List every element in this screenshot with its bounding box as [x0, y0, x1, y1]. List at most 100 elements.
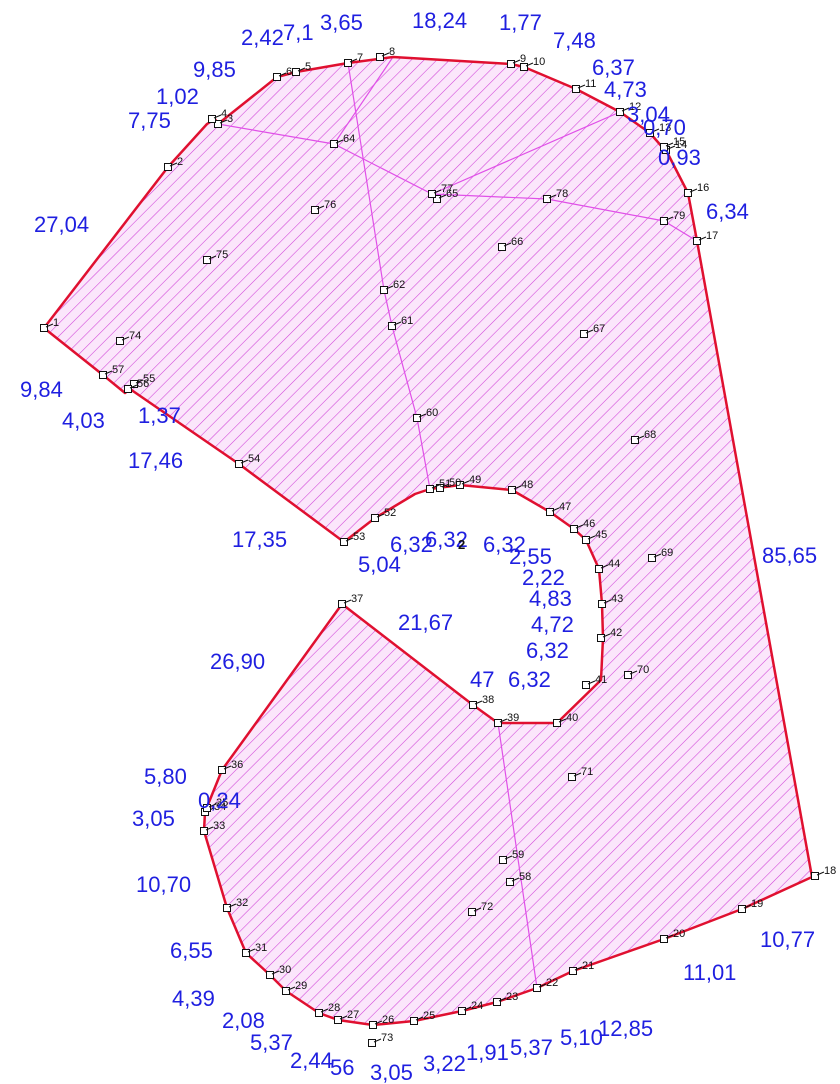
vertex-marker: 18	[811, 865, 836, 880]
edge-length-label: 9,84	[20, 377, 63, 402]
vertex-number: 50	[449, 477, 461, 489]
vertex-marker: 27	[334, 1009, 359, 1024]
vertex-marker: 5	[292, 61, 311, 76]
edge-length-label: 4,73	[604, 77, 647, 102]
vertex-number: 56	[137, 378, 149, 390]
edge-length-label: 6,32	[526, 638, 569, 663]
vertex-marker: 8	[376, 46, 395, 61]
edge-length-label: 4,72	[531, 612, 574, 637]
edge-length-label: 10,70	[136, 872, 191, 897]
vertex-marker: 20	[660, 928, 685, 943]
vertex-marker: 61	[388, 315, 413, 330]
vertex-number: 60	[426, 407, 438, 419]
edge-length-label: 6,32	[483, 532, 526, 557]
vertex-number: 77	[441, 183, 453, 195]
vertex-number: 74	[129, 330, 141, 342]
vertex-marker: 16	[684, 182, 709, 197]
vertex-marker: 33	[200, 820, 225, 835]
edge-length-label: 6,55	[170, 938, 213, 963]
edge-length-label: 1,37	[138, 403, 181, 428]
edge-length-label: 27,04	[34, 212, 89, 237]
vertex-number: 57	[112, 364, 124, 376]
vertex-number: 36	[231, 759, 243, 771]
vertex-number: 2	[177, 156, 183, 168]
vertex-number: 67	[593, 323, 605, 335]
vertex-marker: 39	[494, 712, 519, 727]
vertex-marker: 77	[428, 183, 453, 198]
vertex-marker: 71	[568, 766, 593, 781]
vertex-number: 33	[213, 820, 225, 832]
vertex-marker: 42	[597, 627, 622, 642]
vertex-number: 16	[697, 182, 709, 194]
vertex-marker: 52	[371, 507, 396, 522]
edge-length-label: 56	[330, 1055, 354, 1080]
vertex-number: 38	[482, 694, 494, 706]
edge-length-label: 12,85	[598, 1016, 653, 1041]
vertex-marker: 51	[426, 478, 451, 493]
vertex-number: 52	[384, 507, 396, 519]
vertex-number: 18	[824, 865, 836, 877]
vertex-marker: 62	[380, 279, 405, 294]
vertex-marker: 44	[595, 558, 620, 573]
vertex-marker: 76	[311, 199, 336, 214]
vertex-marker: 50	[436, 477, 461, 492]
vertex-marker: 15	[660, 136, 685, 151]
vertex-number: 65	[446, 188, 458, 200]
edge-length-label: 5,04	[358, 552, 401, 577]
vertex-number: 66	[511, 236, 523, 248]
vertex-number: 51	[439, 478, 451, 490]
vertex-number: 12	[629, 101, 641, 113]
vertex-marker: 69	[648, 547, 673, 562]
vertex-marker: 40	[553, 712, 578, 727]
vertex-marker: 17	[693, 230, 718, 245]
vertex-marker: 9	[507, 53, 526, 68]
edge-length-label: 11,01	[683, 960, 736, 985]
vertex-number: 34	[214, 801, 226, 813]
vertex-marker: 58	[506, 871, 531, 886]
edge-length-label: 6,32	[508, 667, 551, 692]
vertex-marker: 26	[369, 1014, 394, 1029]
vertex-number: 48	[521, 479, 533, 491]
vertex-number: 69	[661, 547, 673, 559]
vertex-marker: 30	[266, 964, 291, 979]
vertex-marker: 73	[368, 1032, 393, 1047]
vertex-number: 32	[236, 897, 248, 909]
edge-length-label: 1,02	[156, 84, 199, 109]
vertex-number: 47	[559, 501, 571, 513]
edge-length-label: 6,32	[425, 527, 468, 552]
vertex-marker: 67	[580, 323, 605, 338]
vertex-number: 15	[673, 136, 685, 148]
edge-length-label: 0,70	[643, 115, 686, 140]
vertex-marker: 21	[569, 960, 594, 975]
vertex-marker: 45	[582, 529, 607, 544]
vertex-number: 75	[216, 249, 228, 261]
vertex-number: 14	[675, 139, 687, 151]
vertex-marker: 72	[468, 901, 493, 916]
edge-length-label: 2,08	[222, 1008, 265, 1033]
edge-length-label: 47	[470, 667, 494, 692]
vertex-number: 59	[512, 849, 524, 861]
edge-length-label: 17,35	[232, 527, 287, 552]
vertex-marker: 36	[218, 759, 243, 774]
vertex-number: 6	[286, 66, 292, 78]
vertex-marker: 4	[208, 108, 227, 123]
edge-length-label: 7,1	[283, 20, 314, 45]
edge-length-label: 6,37	[592, 55, 635, 80]
edge-length-label: 9,85	[193, 57, 236, 82]
vertex-marker: 23	[493, 991, 518, 1006]
vertex-number: 72	[481, 901, 493, 913]
vertex-marker: 57	[99, 364, 124, 379]
edge-length-label: 3,05	[370, 1060, 413, 1084]
vertex-marker: 32	[223, 897, 248, 912]
edge-length-label: 2,22	[522, 565, 565, 590]
vertex-number: 29	[295, 980, 307, 992]
edge-length-label: 0,93	[658, 145, 701, 170]
vertex-number: 78	[556, 188, 568, 200]
edge-length-label: 3,05	[132, 806, 175, 831]
edge-length-label: 85,65	[762, 543, 817, 568]
vertex-number: 62	[393, 279, 405, 291]
edge-length-label: 7,48	[553, 28, 596, 53]
vertex-marker: 28	[315, 1002, 340, 1017]
parcel-boundary	[42, 55, 814, 1027]
